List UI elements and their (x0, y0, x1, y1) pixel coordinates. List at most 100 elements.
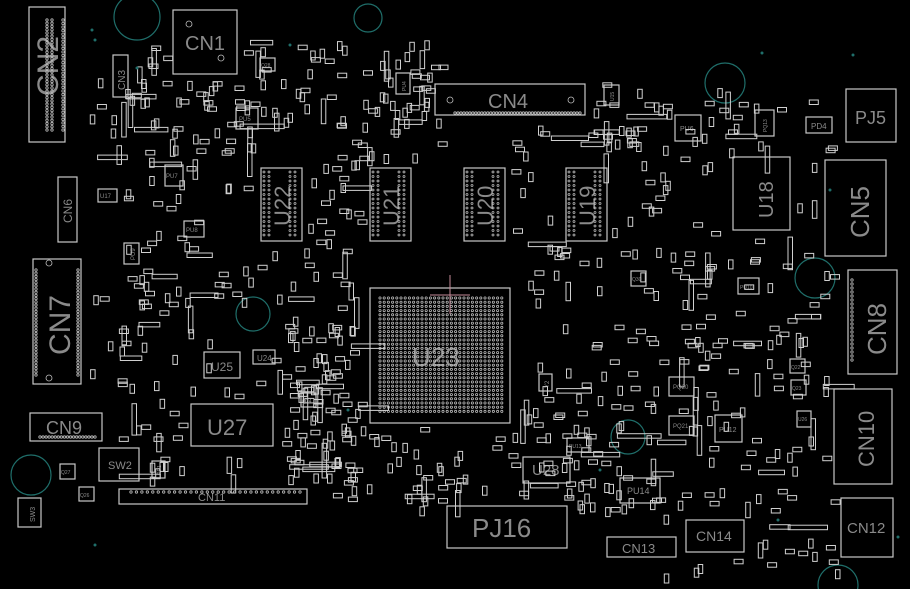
ball-pad (262, 202, 266, 205)
ball-pad (267, 220, 271, 223)
ball-pad (262, 220, 266, 223)
component-PU13[interactable]: PU13 (566, 437, 590, 453)
bga-ball (500, 409, 504, 413)
component-CN1[interactable]: CN1 (172, 9, 238, 75)
component-CN10[interactable]: CN10 (833, 388, 893, 485)
bga-ball (382, 393, 386, 397)
component-CN4[interactable]: CN4 (434, 83, 586, 116)
pin-pad (34, 367, 38, 371)
ball-pad (262, 175, 266, 178)
bga-ball (378, 330, 382, 334)
bga-ball (420, 363, 424, 367)
passive-component (554, 254, 565, 261)
passive-component (99, 296, 110, 302)
component-U27[interactable]: U27 (190, 403, 274, 447)
bga-ball (420, 359, 424, 363)
ball-pad (567, 215, 571, 219)
pin-pad (61, 114, 65, 118)
component-Q30[interactable]: Q30 (630, 270, 647, 287)
bga-ball (462, 321, 466, 325)
bga-ball (496, 363, 500, 367)
component-Y2[interactable]: Y2 (538, 373, 553, 392)
pin-pad (61, 64, 65, 68)
component-U17[interactable]: U17 (97, 188, 118, 203)
passive-component (584, 493, 590, 504)
component-SW3[interactable]: SW3 (17, 497, 42, 528)
component-PU4[interactable]: PU4 (395, 72, 411, 95)
component-CN5[interactable]: CN5 (824, 159, 887, 257)
passive-component (107, 341, 114, 352)
component-CN3[interactable]: CN3 (112, 54, 129, 98)
component-PU12[interactable]: PU12 (714, 414, 743, 443)
pin-pad (50, 79, 54, 84)
component-CN14[interactable]: CN14 (685, 519, 745, 553)
component-Q22[interactable]: Q22 (789, 358, 806, 374)
component-U24[interactable]: U24 (252, 349, 276, 365)
bga-ball (437, 338, 441, 342)
component-CN9[interactable]: CN9 (29, 412, 103, 442)
component-U19[interactable]: U19 (565, 167, 608, 242)
passive-component (360, 426, 367, 437)
component-PD4[interactable]: PD4 (805, 116, 833, 134)
component-CN6[interactable]: CN6 (57, 176, 78, 243)
component-PU9[interactable]: PU9 (123, 242, 140, 265)
component-PU10[interactable]: PU10 (737, 277, 760, 295)
component-CN11[interactable]: CN11 (118, 488, 308, 505)
passive-component (812, 551, 818, 562)
bga-ball (416, 372, 420, 376)
component-Q26[interactable]: Q26 (78, 486, 95, 502)
ball-pad (402, 229, 406, 232)
component-PJ5[interactable]: PJ5 (845, 88, 897, 143)
component-CN12[interactable]: CN12 (840, 497, 894, 558)
component-PU14[interactable]: PU14 (619, 477, 661, 504)
passive-component (203, 100, 214, 106)
component-PJ16[interactable]: PJ16 (446, 505, 568, 549)
component-U22[interactable]: U22 (260, 167, 303, 242)
ball-pad (267, 193, 271, 196)
ball-pad (402, 193, 406, 196)
ball-pad (267, 215, 271, 219)
passive-component (380, 60, 386, 71)
component-CN13[interactable]: CN13 (606, 536, 677, 558)
bga-ball (403, 342, 407, 346)
bga-ball (449, 351, 453, 355)
passive-component (311, 178, 317, 189)
component-U26[interactable]: U26 (796, 410, 812, 428)
component-PU7[interactable]: PU7 (164, 164, 184, 187)
passive-component (293, 419, 299, 430)
bga-ball (500, 346, 504, 350)
component-PQ20[interactable]: PQ20 (668, 376, 695, 397)
bga-ball (403, 321, 407, 325)
component-U20[interactable]: U20 (463, 167, 506, 242)
component-PQ13[interactable]: PQ13 (754, 109, 775, 137)
component-PU8[interactable]: PU8 (183, 220, 205, 238)
ball-pad (598, 175, 602, 178)
passive-component (438, 498, 448, 504)
bga-ball (386, 309, 390, 313)
bga-ball (500, 388, 504, 392)
component-U25[interactable]: U25 (203, 351, 241, 379)
bga-ball (462, 325, 466, 329)
component-U18[interactable]: U18 (732, 156, 791, 231)
component-SW2[interactable]: SW2 (98, 447, 140, 482)
passive-component (725, 91, 731, 120)
bga-ball (412, 313, 416, 317)
bga-ball (399, 355, 403, 359)
passive-component (626, 113, 668, 120)
bga-ball (441, 380, 445, 384)
passive-component (557, 247, 563, 257)
component-U23[interactable]: U23 (369, 287, 511, 424)
passive-component (757, 542, 764, 559)
passive-component (304, 104, 310, 115)
component-PQ21[interactable]: PQ21 (668, 415, 695, 436)
ball-pad (572, 184, 576, 187)
component-CN8[interactable]: CN8 (847, 269, 898, 375)
ball-pad (567, 188, 571, 192)
bga-ball (407, 384, 411, 388)
component-CN7[interactable]: CN7 (32, 258, 82, 385)
passive-component (752, 437, 762, 444)
component-U21[interactable]: U21 (369, 167, 412, 242)
component-Q27[interactable]: Q27 (59, 463, 76, 480)
component-Q23[interactable]: Q23 (790, 379, 807, 396)
